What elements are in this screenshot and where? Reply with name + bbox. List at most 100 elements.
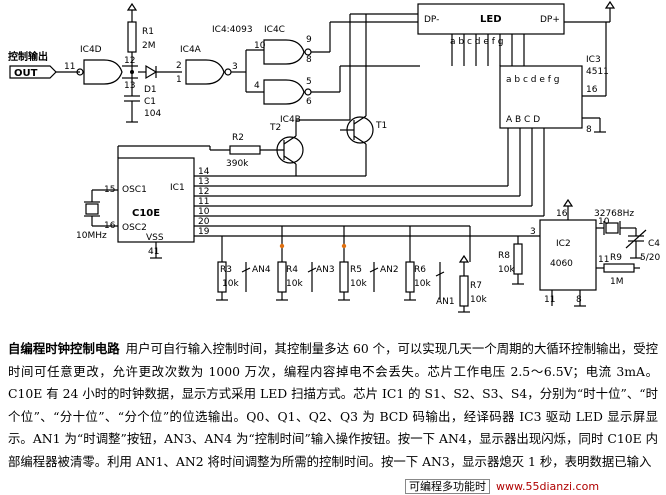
r4-resistor [277,261,287,293]
svg-text:10k: 10k [350,279,367,289]
svg-text:12: 12 [124,56,135,66]
description-body: 用户可自行输入控制时间，其控制量多达 60 个，可以实现几天一个周期的大循环控制… [8,341,658,469]
r7-resistor [459,275,469,307]
description-paragraph: 自编程时钟控制电路用户可自行输入控制时间，其控制量多达 60 个，可以实现几天一… [8,338,658,474]
svg-text:8: 8 [576,295,582,305]
svg-text:6: 6 [306,97,312,107]
r5-label: R5 [350,265,362,275]
svg-text:8: 8 [306,55,312,65]
footer-caption: 可编程多功能时 [405,479,490,494]
led-display [417,3,565,35]
t2-label: T2 [269,123,281,133]
svg-text:5: 5 [306,77,312,87]
osc2-pin: OSC2 [122,223,147,233]
r8-value: 10k [498,265,515,275]
xtal-32768-label: 32768Hz [594,209,634,219]
ic1-label: IC1 [170,183,185,193]
r9-resistor [603,263,635,273]
svg-text:11: 11 [598,255,609,265]
r2-label: R2 [232,133,244,143]
vss-pin: VSS [146,233,164,243]
svg-text:16: 16 [586,85,598,95]
ic3-label: IC3 [586,55,601,65]
svg-text:2: 2 [176,61,182,71]
control-output-label: 控制输出 [8,50,48,63]
osc1-pin: OSC1 [122,185,147,195]
an1-label: AN1 [436,297,455,307]
ic3-segment-pins: a b c d e f g [506,75,559,85]
ic4c-label: IC4C [264,25,285,35]
junction-r4 [279,243,285,249]
r1-resistor [127,21,137,53]
dp-minus-label: DP- [424,15,439,25]
svg-text:9: 9 [306,35,312,45]
r8-label: R8 [498,251,510,261]
svg-text:10k: 10k [222,279,239,289]
circuit-schematic: 控制输出 OUT 11 IC4D 12 13 R1 2M D1 C1 104 I… [8,0,660,313]
dp-plus-label: DP+ [540,15,560,25]
svg-text:8: 8 [586,125,592,135]
page-footer: 可编程多功能时 www.55dianzi.com [405,478,599,494]
svg-text:16: 16 [556,209,568,219]
r1-value: 2M [142,41,156,51]
ic3-bcd-pins: A B C D [506,115,540,125]
svg-text:11: 11 [198,197,209,207]
crystal-32768hz [605,222,619,234]
r4-label: R4 [286,265,298,275]
led-label: LED [480,14,502,25]
t1-label: T1 [375,121,387,131]
led-segment-labels: a b c d e f g [450,37,503,47]
ic4a-gate [185,59,225,85]
r9-value: 1M [610,277,624,287]
d1-label: D1 [144,85,157,95]
ic1-part: C10E [132,208,160,219]
r2-value: 390k [226,159,249,169]
r3-label: R3 [220,265,232,275]
r9-label: R9 [610,253,622,263]
an3-label: AN3 [316,265,335,275]
ic3-decoder [499,65,583,129]
svg-text:13: 13 [124,81,135,91]
r5-resistor [339,261,349,293]
r6-label: R6 [414,265,426,275]
svg-text:1: 1 [176,75,182,85]
ic3-part: 4511 [586,67,609,77]
r6-resistor [405,261,415,293]
footer-watermark[interactable]: www.55dianzi.com [496,480,600,493]
svg-text:11: 11 [544,295,555,305]
ic2-label: IC2 [556,239,571,249]
svg-text:13: 13 [198,177,209,187]
svg-text:10k: 10k [286,279,303,289]
svg-text:41: 41 [148,247,159,257]
c4-value: 5/20 [640,253,660,263]
r7-label: R7 [470,281,482,291]
svg-text:3: 3 [530,227,536,237]
ic2-chip [539,219,597,291]
svg-text:4: 4 [254,81,260,91]
svg-text:12: 12 [198,187,209,197]
r8-resistor [513,243,523,275]
c1-value: 104 [144,109,161,119]
out-terminal-label: OUT [14,68,38,79]
c1-label: C1 [144,97,156,107]
an4-label: AN4 [252,265,271,275]
svg-text:10: 10 [254,41,266,51]
c4-label: C4 [648,239,660,249]
ic4b-gate [263,79,305,105]
junction-r5 [341,243,347,249]
out-terminal [9,65,57,79]
ic4b-label: IC4B [280,115,301,125]
svg-text:14: 14 [198,167,210,177]
svg-text:3: 3 [232,62,238,72]
svg-text:19: 19 [198,227,210,237]
svg-text:10k: 10k [414,279,431,289]
d1-diode [145,64,158,80]
ic4-part-label: IC4:4093 [212,25,253,35]
svg-text:20: 20 [198,217,210,227]
ic4c-gate [263,39,305,65]
xtal-10mhz-label: 10MHz [76,231,107,241]
svg-text:10: 10 [598,217,610,227]
svg-text:10k: 10k [470,295,487,305]
ic2-part: 4060 [550,259,573,269]
svg-text:11: 11 [64,62,75,72]
